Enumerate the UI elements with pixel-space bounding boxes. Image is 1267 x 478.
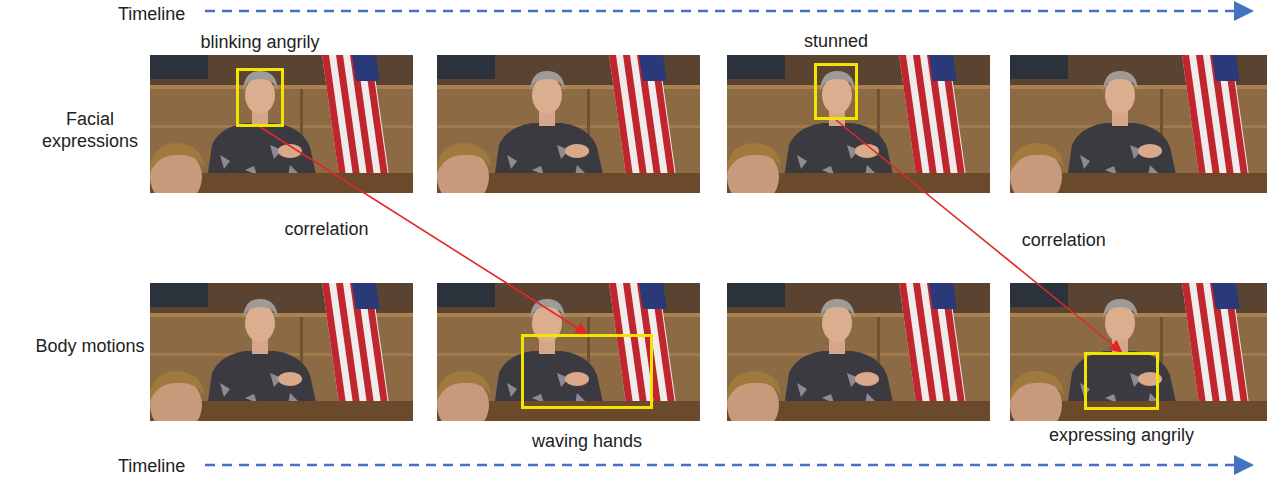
timeline-arrow — [205, 10, 1252, 13]
video-frame — [150, 55, 1267, 433]
action-label: blinking angrily — [200, 31, 319, 53]
edge-label: correlation — [281, 218, 371, 240]
highlight-box: waving hands — [521, 334, 653, 409]
timeline-arrow — [205, 464, 1252, 467]
highlight-box: blinking angrily — [236, 68, 284, 127]
timeline-label: Timeline — [118, 455, 208, 477]
highlight-box: expressing angrily — [1084, 352, 1159, 410]
action-label: expressing angrily — [1049, 424, 1194, 446]
row-label: Facial expressions — [30, 108, 150, 152]
timeline-label: Timeline — [118, 3, 208, 25]
highlight-box: stunned — [814, 63, 858, 120]
action-label: stunned — [804, 30, 868, 52]
action-label: waving hands — [532, 430, 642, 452]
correlation-arrow — [260, 127, 587, 334]
row-label: Body motions — [30, 335, 150, 357]
correlation-arrow — [836, 120, 1122, 352]
edge-label: correlation — [1019, 229, 1109, 251]
